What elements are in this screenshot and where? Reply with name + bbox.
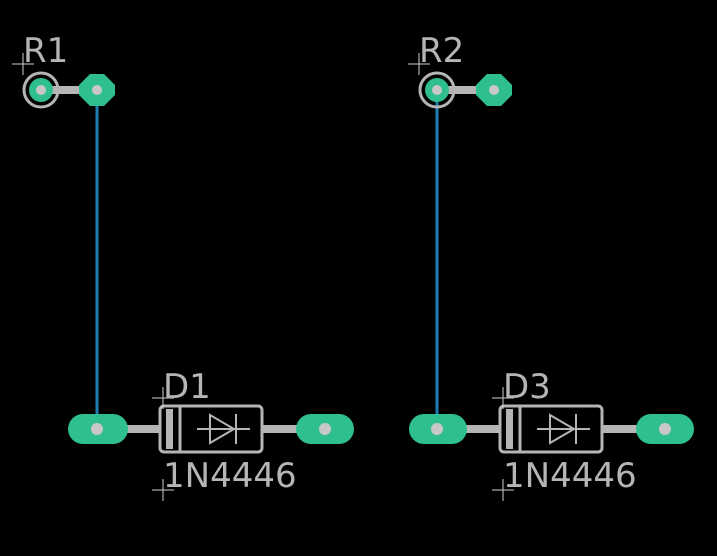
r2-pad-1[interactable] xyxy=(418,71,456,109)
d1-diode-symbol-icon xyxy=(197,413,250,445)
d3-origin-cross xyxy=(492,387,514,501)
d1-value-label: 1N4446 xyxy=(163,456,297,496)
resistor-r2[interactable]: R2 xyxy=(408,31,512,109)
d3-cathode-band xyxy=(506,409,513,449)
d1-ref-label: D1 xyxy=(163,367,211,407)
d1-cathode-drill xyxy=(319,423,331,435)
r1-ref-label: R1 xyxy=(23,31,68,71)
resistor-r1[interactable]: R1 xyxy=(12,31,115,109)
d3-ref-label: D3 xyxy=(503,367,551,407)
d1-cathode-band xyxy=(166,409,173,449)
d1-body-outline xyxy=(158,404,264,454)
r1-origin-cross xyxy=(12,53,34,75)
diode-d3[interactable]: D3 1N4446 xyxy=(409,367,694,501)
d1-origin-cross xyxy=(152,387,174,501)
diode-d1[interactable]: D1 1N4446 xyxy=(68,367,354,501)
r1-pad-1[interactable] xyxy=(22,71,60,109)
r2-ref-label: R2 xyxy=(419,31,464,71)
r2-drill-2 xyxy=(489,85,499,95)
r1-drill-2 xyxy=(92,85,102,95)
d1-anode-drill xyxy=(91,423,103,435)
r2-drill-1 xyxy=(432,85,442,95)
d3-diode-symbol-icon xyxy=(537,413,590,445)
d3-value-label: 1N4446 xyxy=(503,456,637,496)
d3-body-outline xyxy=(498,404,604,454)
r1-drill-1 xyxy=(36,85,46,95)
d3-cathode-drill xyxy=(659,423,671,435)
r2-origin-cross xyxy=(408,53,430,75)
d3-anode-drill xyxy=(431,423,443,435)
